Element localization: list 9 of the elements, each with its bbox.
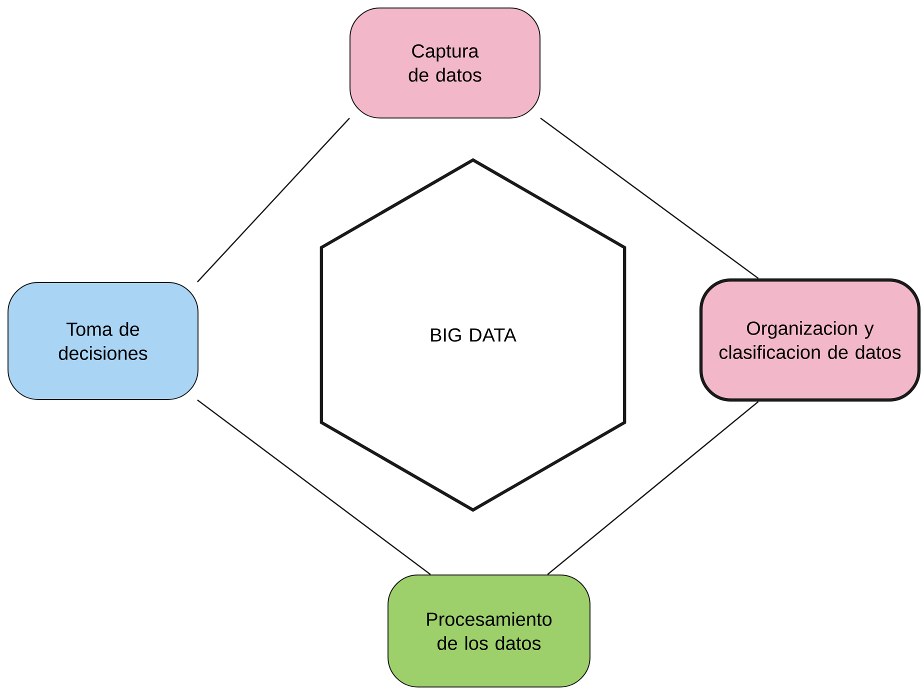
process-pill: Procesamiento de los datos xyxy=(388,574,590,688)
connector-line xyxy=(540,118,759,279)
connector-line xyxy=(547,401,759,575)
process-pill: Captura de datos xyxy=(350,8,540,118)
process-pill: Organizacion y clasificacion de datos xyxy=(699,278,921,402)
connector-line xyxy=(196,118,350,282)
central-hexagon: BIG DATA xyxy=(320,158,626,512)
process-pill: Toma de decisiones xyxy=(8,282,198,400)
connector-line xyxy=(197,399,431,576)
